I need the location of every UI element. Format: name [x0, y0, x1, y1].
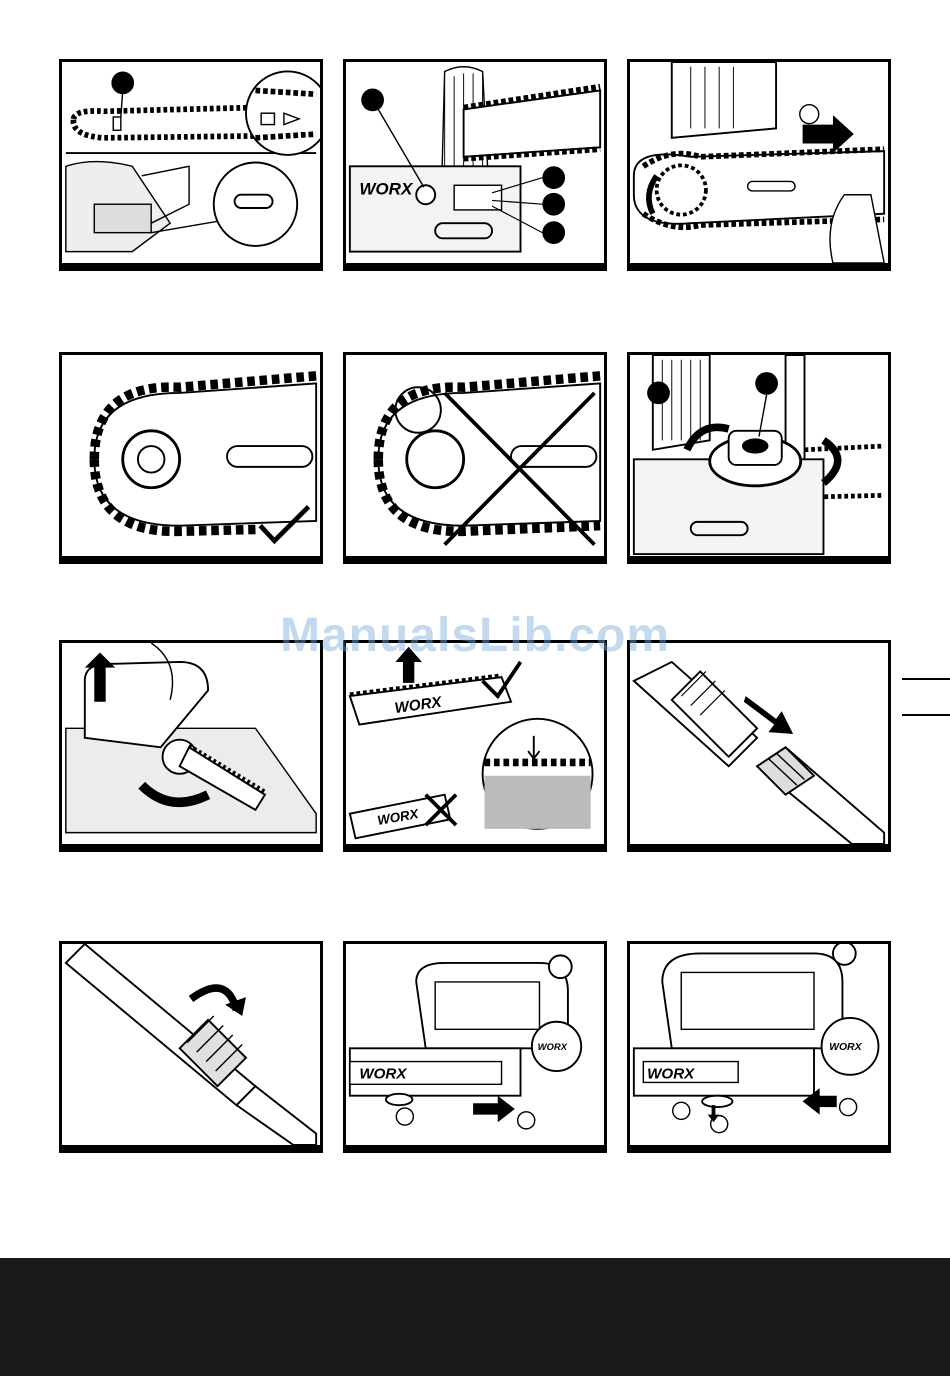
watermark-text: ManualsLib.com — [0, 608, 950, 663]
footer-bar — [0, 1258, 950, 1376]
figure-3-tension-chain — [627, 59, 891, 271]
figure-1-chain-on-bar — [59, 59, 323, 271]
figure-10-pole-tighten — [59, 941, 323, 1153]
figure-8-blade-alignment: WORX WORX — [343, 640, 607, 852]
callout-marker — [111, 71, 134, 94]
side-tab-rule-top — [902, 678, 950, 680]
figure-12-fit-guard: WORX WORX — [627, 941, 891, 1153]
side-tab-rule-bottom — [902, 714, 950, 716]
worx-logo-text: WORX — [359, 180, 414, 199]
figure-11-remove-guard: WORX WORX — [343, 941, 607, 1153]
figure-2-bar-cover-screws: WORX — [343, 59, 607, 271]
worx-logo-text-badge-2: WORX — [829, 1042, 862, 1053]
figure-7-saw-on-table — [59, 640, 323, 852]
figure-9-pole-connect — [627, 640, 891, 852]
worx-logo-text-badge: WORX — [538, 1042, 568, 1053]
figure-4-chain-correct — [59, 352, 323, 564]
worx-logo-text-guard: WORX — [359, 1066, 407, 1083]
worx-logo-text-guard-2: WORX — [647, 1066, 695, 1083]
figure-6-tension-knob — [627, 352, 891, 564]
arrow-right-icon-2 — [473, 1096, 515, 1123]
figure-5-chain-incorrect — [343, 352, 607, 564]
